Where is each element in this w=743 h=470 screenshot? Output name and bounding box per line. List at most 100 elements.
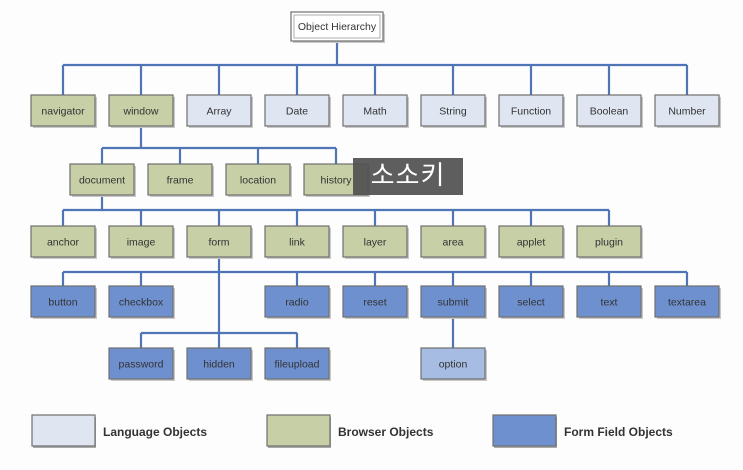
node-label: Array (206, 106, 232, 118)
node-array: Array (186, 94, 253, 128)
node-box (654, 94, 720, 127)
legend-label: Browser Objects (338, 425, 434, 439)
node-box (342, 285, 408, 318)
node-select: select (498, 285, 565, 319)
node-box (420, 225, 486, 258)
node-label: Function (511, 106, 551, 118)
node-label: area (442, 237, 463, 249)
node-label: select (517, 297, 545, 309)
node-label: frame (167, 175, 194, 187)
node-textarea: textarea (654, 285, 721, 319)
node-label: document (79, 175, 125, 187)
node-box (576, 94, 642, 127)
node-label: navigator (41, 106, 85, 118)
node-box (290, 11, 384, 42)
node-number: Number (654, 94, 721, 128)
node-label: image (127, 237, 156, 249)
node-string: String (420, 94, 487, 128)
node-box (498, 94, 564, 127)
node-navigator: navigator (30, 94, 97, 128)
node-label: submit (438, 297, 469, 309)
node-link: link (264, 225, 331, 259)
node-box (498, 285, 564, 318)
node-location: location (225, 163, 292, 197)
node-box (576, 225, 642, 258)
node-label: Boolean (590, 106, 629, 118)
node-label: layer (364, 237, 387, 249)
node-box (186, 225, 252, 258)
node-box (654, 285, 720, 318)
node-function: Function (498, 94, 565, 128)
node-text: text (576, 285, 643, 319)
watermark-caption: 소소키 (353, 158, 463, 195)
node-date: Date (264, 94, 331, 128)
node-box (264, 225, 330, 258)
node-box (342, 225, 408, 258)
node-reset: reset (342, 285, 409, 319)
node-hidden: hidden (186, 347, 253, 381)
node-fileupload: fileupload (264, 347, 331, 381)
node-form: form (186, 225, 253, 259)
node-label: form (209, 237, 230, 249)
node-label: String (439, 106, 467, 118)
node-box (264, 94, 330, 127)
node-label: plugin (595, 237, 623, 249)
node-box (264, 285, 330, 318)
node-image: image (108, 225, 175, 259)
node-box (30, 225, 96, 258)
node-label: applet (517, 237, 546, 249)
node-label: link (289, 237, 306, 249)
legend-swatch (31, 414, 96, 447)
node-box (264, 347, 330, 380)
node-math: Math (342, 94, 409, 128)
node-checkbox: checkbox (108, 285, 175, 319)
node-box (147, 163, 213, 196)
node-box (30, 285, 96, 318)
legend-item-language: Language Objects (31, 414, 207, 448)
node-option: option (420, 347, 487, 381)
node-label: anchor (47, 237, 80, 249)
node-box (225, 163, 291, 196)
node-box (108, 94, 174, 127)
node-label: password (119, 359, 164, 371)
node-label: fileupload (275, 359, 320, 371)
node-box (69, 163, 135, 196)
node-label: textarea (668, 297, 706, 309)
node-label: window (122, 106, 158, 118)
node-label: button (48, 297, 77, 309)
node-password: password (108, 347, 175, 381)
node-box (30, 94, 96, 127)
node-label: Number (668, 106, 706, 118)
node-box (108, 285, 174, 318)
legend-swatch (266, 414, 331, 447)
legend-label: Language Objects (103, 425, 207, 439)
node-box (186, 347, 252, 380)
node-box (108, 225, 174, 258)
legend-label: Form Field Objects (564, 425, 673, 439)
node-label: Math (363, 106, 387, 118)
node-label: reset (363, 297, 386, 309)
legend-item-browser: Browser Objects (266, 414, 434, 448)
node-label: option (439, 359, 468, 371)
root-title: Object Hierarchy (298, 21, 377, 33)
legend-item-form: Form Field Objects (492, 414, 673, 448)
node-document: document (69, 163, 136, 197)
node-submit: submit (420, 285, 487, 319)
node-box (420, 94, 486, 127)
node-button: button (30, 285, 97, 319)
node-boolean: Boolean (576, 94, 643, 128)
node-label: location (240, 175, 276, 187)
node-box (420, 347, 486, 380)
node-label: history (321, 175, 353, 187)
node-radio: radio (264, 285, 331, 319)
node-label: checkbox (119, 297, 164, 309)
node-box (498, 225, 564, 258)
node-box (186, 94, 252, 127)
node-label: radio (285, 297, 309, 309)
node-window: window (108, 94, 175, 128)
node-layer: layer (342, 225, 409, 259)
node-box (342, 94, 408, 127)
node-applet: applet (498, 225, 565, 259)
